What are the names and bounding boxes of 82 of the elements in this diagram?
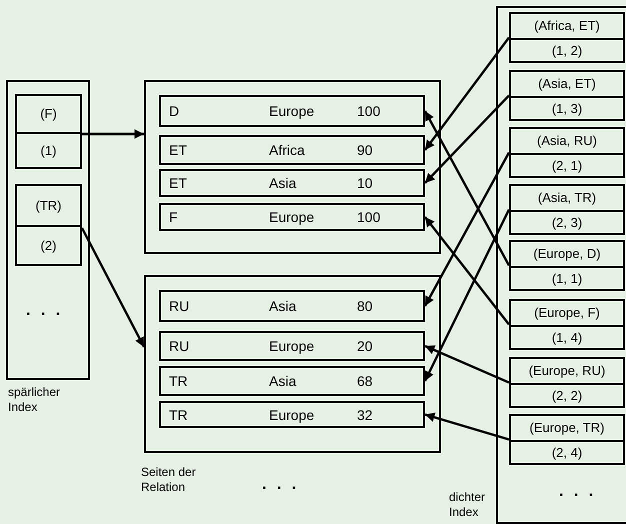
page-box xyxy=(6,80,90,380)
index-entry xyxy=(509,184,625,235)
index-entry xyxy=(509,299,625,350)
page-box xyxy=(144,80,441,254)
record-row xyxy=(159,401,425,428)
record-pointer: (1, 2) xyxy=(552,42,582,58)
index-entry xyxy=(509,12,625,63)
index-key: (Asia, TR) xyxy=(538,190,596,206)
index-entry xyxy=(509,414,625,465)
field-value: TR xyxy=(169,406,188,422)
record-pointer: (2, 1) xyxy=(552,158,582,173)
record-pointer: (2, 3) xyxy=(552,214,582,230)
field-value: Europe xyxy=(269,103,314,119)
field-value: Asia xyxy=(269,298,296,314)
arrow xyxy=(82,129,144,139)
arrow xyxy=(424,208,510,382)
ellipsis-mark: . . . xyxy=(559,484,596,499)
index-key: (Asia, ET) xyxy=(538,76,596,92)
index-key: (Europe, D) xyxy=(533,246,601,262)
record-row xyxy=(159,169,425,197)
field-value: D xyxy=(169,103,180,119)
field-value: RU xyxy=(169,298,190,314)
field-value: Asia xyxy=(269,175,296,191)
index-key: (Europe, TR) xyxy=(530,420,604,436)
record-pointer: (2, 2) xyxy=(552,388,582,403)
record-row xyxy=(159,135,425,165)
arrow xyxy=(424,94,510,184)
arrow xyxy=(424,216,510,326)
record-pointer: (1) xyxy=(40,142,56,158)
index-entry xyxy=(509,70,625,121)
record-row xyxy=(159,366,425,396)
arrow xyxy=(424,152,510,307)
record-pointer: (2, 4) xyxy=(552,444,582,460)
index-key: (F) xyxy=(40,106,57,122)
field-value: Africa xyxy=(269,142,305,158)
index-entry xyxy=(509,240,625,291)
field-value: ET xyxy=(169,175,187,191)
record-row xyxy=(159,290,425,322)
field-value: 80 xyxy=(357,298,373,314)
record-pointer: (2) xyxy=(40,238,56,253)
field-value: Europe xyxy=(269,338,314,354)
ellipsis-mark: . . . xyxy=(26,303,64,318)
page-box xyxy=(144,275,441,453)
field-value: 100 xyxy=(357,103,380,119)
record-pointer: (1, 1) xyxy=(552,270,582,286)
arrow xyxy=(80,227,146,348)
field-value: 20 xyxy=(357,338,373,354)
field-value: 68 xyxy=(357,373,373,389)
field-value: Europe xyxy=(269,406,314,422)
field-value: Asia xyxy=(269,373,296,389)
index-entry xyxy=(509,127,625,178)
caption-text: dichter Index xyxy=(449,490,486,520)
field-value: 90 xyxy=(357,142,373,158)
field-value: 32 xyxy=(357,406,373,422)
record-row xyxy=(159,331,425,361)
index-entry xyxy=(15,184,82,266)
index-entry xyxy=(15,94,82,169)
arrow xyxy=(424,412,510,441)
arrow xyxy=(424,344,510,384)
index-key: (Asia, RU) xyxy=(537,133,597,148)
field-value: F xyxy=(169,209,178,225)
field-value: 100 xyxy=(357,209,380,225)
caption-text: Seiten der Relation xyxy=(141,465,197,495)
field-value: 10 xyxy=(357,175,373,191)
index-key: (Africa, ET) xyxy=(534,18,600,34)
field-value: TR xyxy=(169,373,188,389)
page-box xyxy=(496,6,626,524)
record-pointer: (1, 3) xyxy=(552,100,582,116)
ellipsis-mark: . . . xyxy=(262,477,300,492)
record-row xyxy=(159,203,425,231)
index-key: (Europe, F) xyxy=(534,305,600,320)
index-entry xyxy=(509,357,625,408)
field-value: Europe xyxy=(269,209,314,225)
field-value: RU xyxy=(169,338,190,354)
caption-text: spärlicher Index xyxy=(8,385,62,415)
record-pointer: (1, 4) xyxy=(552,330,582,345)
arrow xyxy=(424,36,510,151)
index-key: (TR) xyxy=(36,198,62,213)
field-value: ET xyxy=(169,142,187,158)
arrow xyxy=(424,110,510,266)
index-key: (Europe, RU) xyxy=(528,363,606,378)
record-row xyxy=(159,95,425,127)
